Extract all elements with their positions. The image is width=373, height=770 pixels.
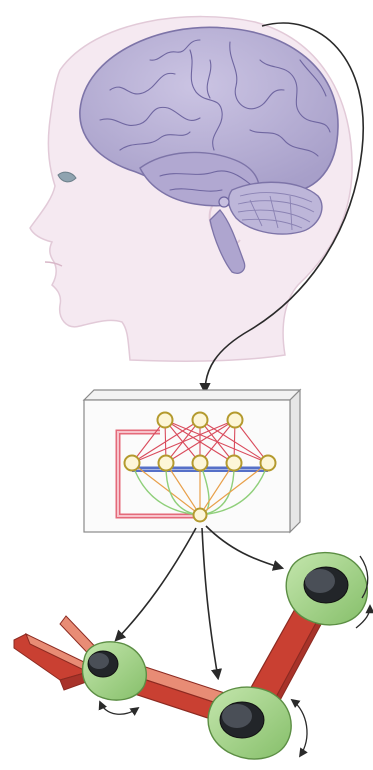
network-node-layer-1-3: [227, 456, 242, 471]
decoder-to-arm-arrows: [116, 526, 282, 678]
electrode-implant: [219, 197, 229, 207]
arm-joint-wrist: [83, 642, 147, 700]
network-node-layer-1-2: [193, 456, 208, 471]
network-node-layer-0-2: [228, 413, 243, 428]
robotic-arm: [14, 553, 367, 759]
human-head: [30, 17, 352, 362]
arm-joint-elbow: [208, 687, 291, 759]
network-node-layer-0-0: [158, 413, 173, 428]
arrow-to-wrist: [116, 528, 196, 640]
decoder-box: [84, 390, 300, 532]
network-node-layer-1-1: [159, 456, 174, 471]
arrow-to-elbow: [202, 528, 218, 678]
network-node-layer-1-0: [125, 456, 140, 471]
arm-joint-shoulder: [286, 553, 367, 625]
network-node-layer-1-4: [261, 456, 276, 471]
rotation-arrow-wrist: [100, 702, 138, 714]
box-top: [84, 390, 300, 400]
rotation-arrow-elbow: [292, 700, 307, 756]
network-node-layer-0-1: [193, 413, 208, 428]
network-node-layer-2-0: [194, 509, 207, 522]
box-side: [290, 390, 300, 532]
